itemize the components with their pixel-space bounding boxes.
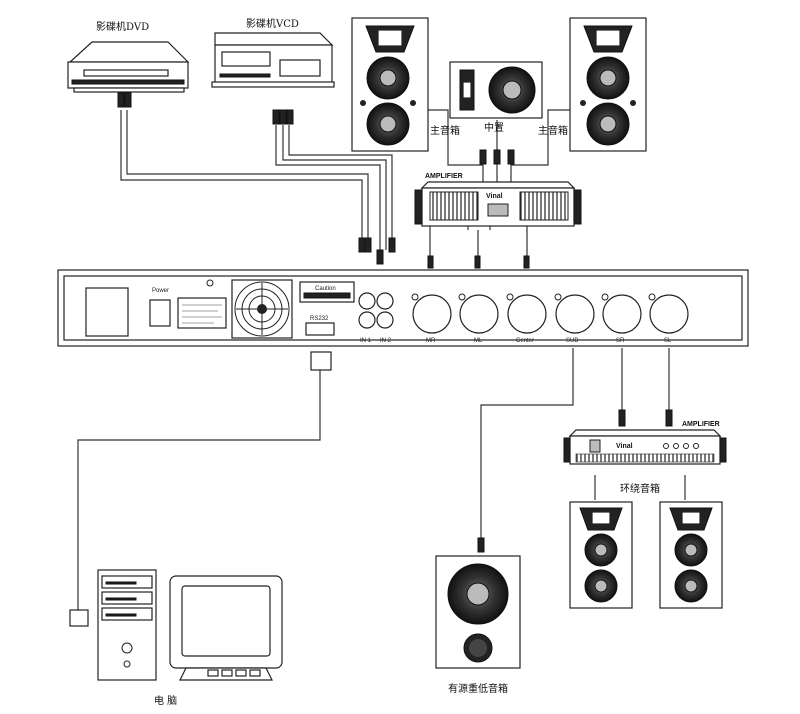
output-label-sub: SUB — [566, 338, 578, 344]
surround-speaker-left — [569, 501, 633, 609]
top-amplifier-brand: Vinal — [486, 193, 503, 200]
input-label-1: IN 1 — [360, 338, 372, 344]
computer-label: 电 脑 — [154, 694, 177, 707]
input-label-2: IN 2 — [380, 338, 392, 344]
vcd-player: 影碟机VCD — [211, 17, 335, 88]
subwoofer: 有源重低音箱 — [435, 555, 521, 695]
top-amplifier-label: AMPLIFIER — [425, 173, 463, 180]
vcd-label: 影碟机VCD — [246, 17, 299, 30]
center-label: 中置 — [484, 121, 504, 134]
computer: 电 脑 — [97, 569, 283, 707]
bottom-amplifier-brand: Vinal — [616, 443, 633, 450]
dvd-label: 影碟机DVD — [96, 20, 149, 33]
subwoofer-label: 有源重低音箱 — [448, 682, 508, 695]
main-speaker-left: 主音箱 — [351, 17, 460, 152]
plugs — [69, 92, 673, 627]
output-connectors — [411, 293, 689, 334]
surround-label: 环绕音箱 — [620, 482, 660, 495]
output-label-sl: SL — [664, 338, 672, 344]
output-label-mr: MR — [426, 338, 436, 344]
output-label-ml: ML — [474, 338, 483, 344]
main-left-label: 主音箱 — [430, 124, 460, 137]
main-right-label: 主音箱 — [538, 124, 568, 137]
rs232-label: RS232 — [310, 316, 329, 322]
top-amplifier: AMPLIFIER Vinal — [414, 173, 582, 227]
power-label: Power — [152, 288, 169, 294]
surround-speaker-right — [659, 501, 723, 609]
bottom-amplifier: AMPLIFIER Vinal 环绕音箱 — [563, 421, 727, 495]
output-label-center: Center — [516, 338, 534, 344]
bottom-amplifier-label: AMPLIFIER — [682, 421, 720, 428]
decoder-unit: Power Caution RS232 IN 1 IN 2 — [57, 269, 749, 347]
main-speaker-right: 主音箱 — [538, 17, 647, 152]
center-speaker: 中置 — [449, 61, 543, 134]
output-label-sr: SR — [616, 338, 625, 344]
dvd-player: 影碟机DVD — [67, 20, 190, 93]
caution-label: Caution — [315, 286, 336, 292]
